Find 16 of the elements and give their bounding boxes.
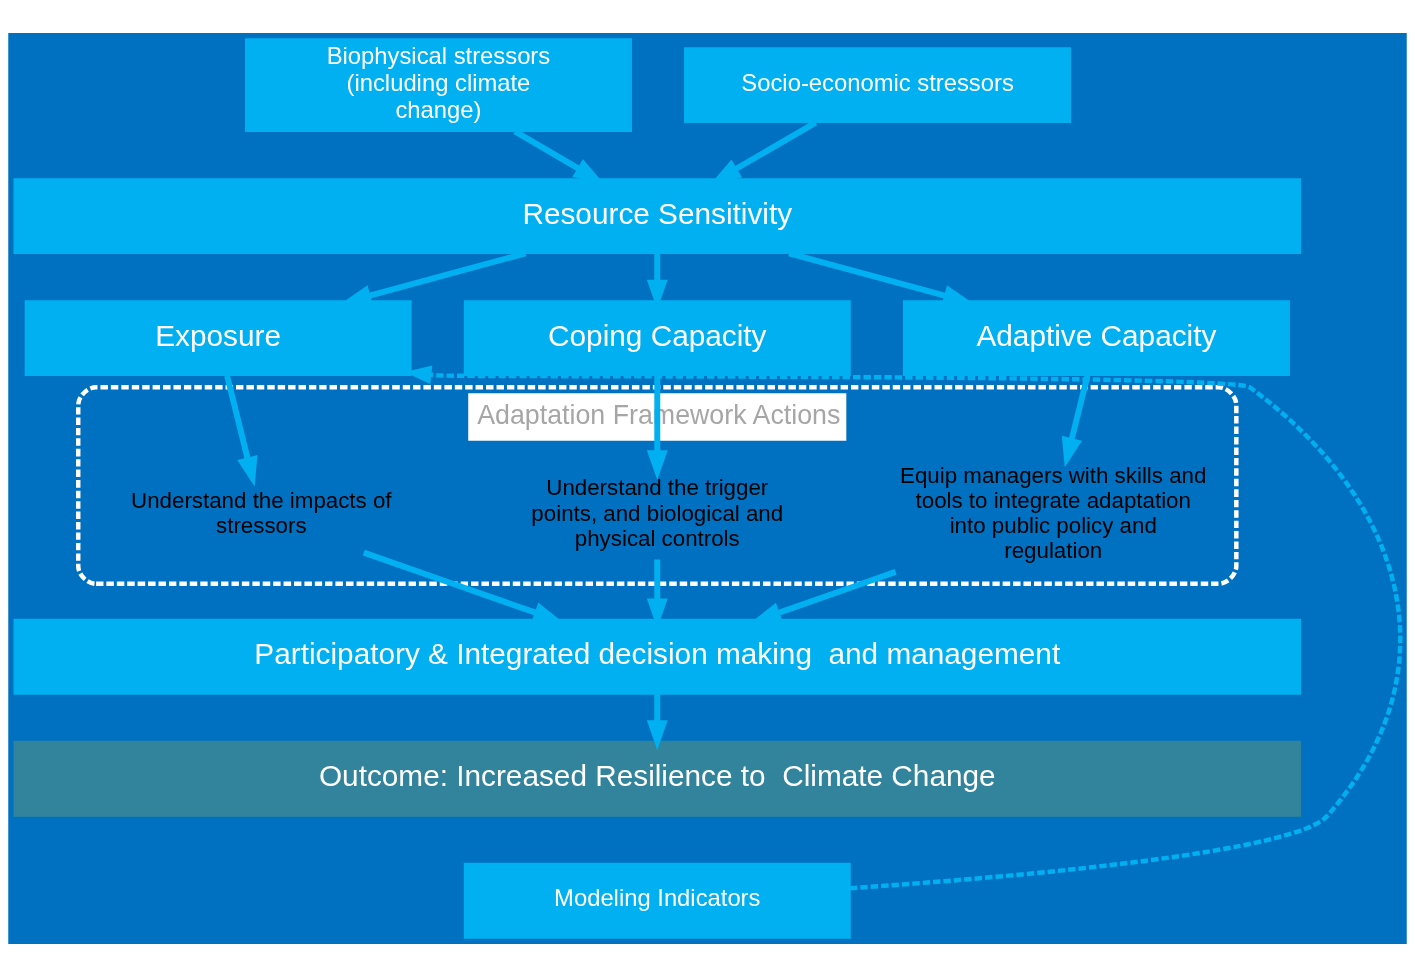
arrow [1061, 375, 1091, 468]
node-box: Coping Capacity [463, 300, 851, 377]
node-box: Modeling Indicators [463, 862, 851, 939]
node-box: Resource Sensitivity [13, 178, 1302, 255]
node-box: Adaptive Capacity [902, 300, 1290, 377]
node-box: Outcome: Increased Resilience to Climate Change [13, 740, 1302, 817]
node-box: Participatory & Integrated decision making and management [13, 618, 1302, 695]
node-box: Biophysical stressors (including climate change) [244, 38, 632, 132]
node-box: Exposure [24, 300, 412, 377]
node-text: Understand the trigger points, and biological and physical controls [531, 475, 784, 551]
arrow [224, 375, 258, 487]
arrow [646, 693, 668, 751]
arrow [646, 375, 668, 480]
node-box: Socio-economic stressors [684, 47, 1072, 124]
node-text: Understand the impacts of stressors [131, 487, 392, 539]
node-text: Equip managers with skills and tools to integrate adaptation into public policy and regulation [900, 462, 1207, 564]
